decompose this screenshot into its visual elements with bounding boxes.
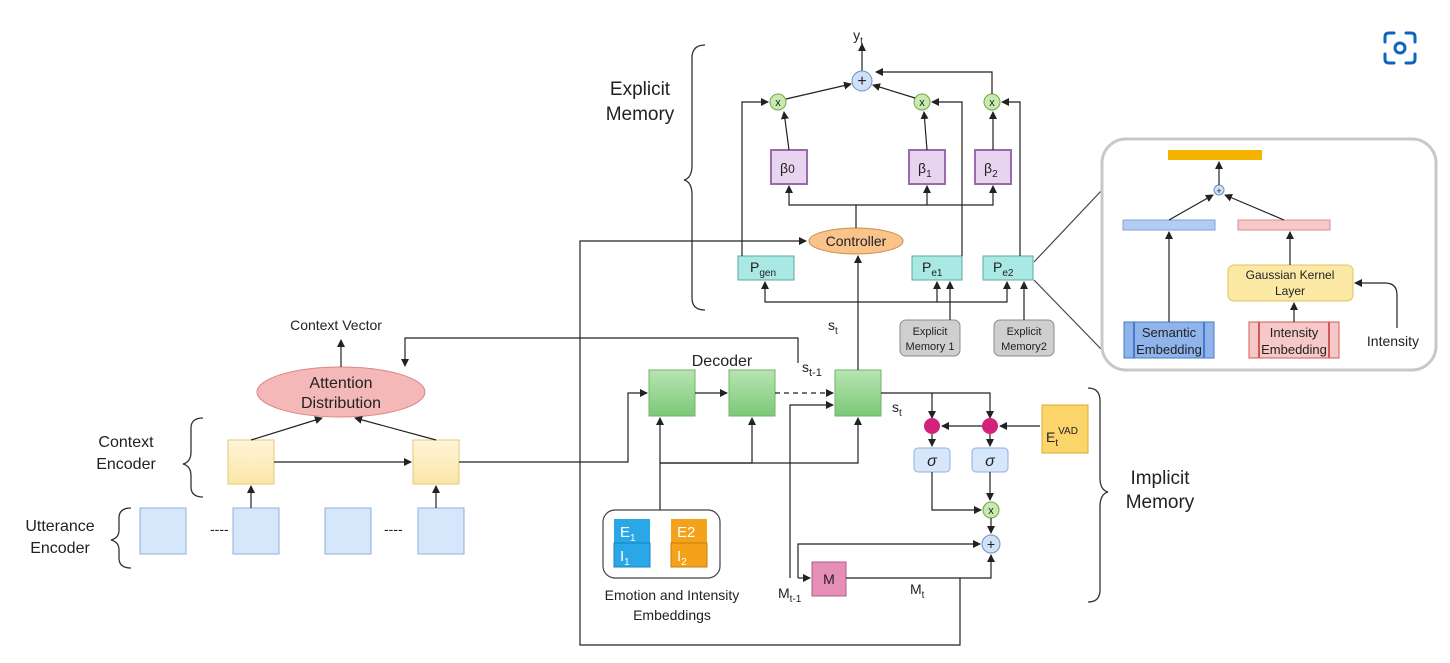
s-t-minus-1-label: st-1	[802, 359, 822, 379]
controller-label: Controller	[826, 233, 887, 249]
p-e2-box	[982, 255, 1034, 281]
i1-label: I1	[620, 548, 630, 568]
svg-text:x: x	[989, 97, 995, 109]
explicit-memory-label-line2: Memory	[606, 104, 675, 125]
explicit-memory-label-line1: Explicit	[610, 79, 671, 100]
output-bar	[1168, 150, 1262, 160]
m-box	[811, 561, 847, 597]
explicit-memory-1-line1: Explicit	[913, 326, 948, 338]
gaussian-label-line2: Layer	[1275, 284, 1305, 298]
explicit-memory-brace	[683, 44, 706, 311]
context-vector-label: Context Vector	[290, 317, 382, 333]
context-encoder-box	[412, 439, 460, 485]
utterance-box	[232, 507, 280, 555]
intensity-emb-label-line1: Intensity	[1270, 325, 1319, 340]
zoom-connector	[1033, 279, 1103, 351]
m-t-label: Mt	[910, 581, 925, 601]
intensity-label: Intensity	[1367, 333, 1419, 349]
context-encoder-label-line2: Encoder	[96, 456, 156, 473]
attention-label-line2: Distribution	[301, 395, 381, 412]
decoder-label: Decoder	[692, 353, 753, 370]
s-t-label-top: st	[828, 317, 838, 337]
sigma-label: σ	[927, 453, 938, 470]
intensity-i2-cell	[670, 542, 708, 568]
semantic-output-bar	[1122, 219, 1216, 231]
attention-label-line1: Attention	[309, 375, 372, 392]
zoom-connector	[1033, 189, 1103, 263]
e-vad-label: EtVAD	[1046, 426, 1078, 449]
implicit-memory-label-line2: Memory	[1126, 492, 1195, 513]
multiply-symbol: x	[988, 505, 994, 517]
p-e1-label: Pe1	[922, 259, 943, 279]
ellipsis-dashes: ----	[210, 521, 229, 537]
decoder-cell-current	[834, 369, 882, 417]
intensity-i1-cell	[613, 542, 651, 568]
p-e1-box	[911, 255, 963, 281]
semantic-label-line1: Semantic	[1142, 325, 1197, 340]
multiply-nodes: x x x	[769, 93, 1001, 111]
plus-symbol: +	[987, 536, 995, 552]
decoder-cell	[728, 369, 776, 417]
gaussian-label-line1: Gaussian Kernel	[1246, 268, 1335, 282]
m-t-minus-1-label: Mt-1	[778, 585, 802, 605]
utterance-box	[139, 507, 187, 555]
beta1-label: β1	[918, 160, 932, 180]
utterance-encoder-brace	[110, 507, 132, 569]
context-encoder-box	[227, 439, 275, 485]
zoom-panel	[1100, 137, 1438, 372]
emotion-e1-cell	[614, 519, 650, 543]
intensity-emb-label-line2: Embedding	[1261, 342, 1327, 357]
sum-node-top	[851, 70, 873, 92]
ellipsis-dashes: ----	[384, 521, 403, 537]
y-t-label: yt	[853, 27, 863, 47]
e2-label: E2	[677, 524, 695, 541]
decoder-cell	[648, 369, 696, 417]
sigma-label: σ	[985, 453, 996, 470]
svg-text:x: x	[919, 97, 925, 109]
context-encoder-label-line1: Context	[98, 434, 154, 451]
emotion-e2-cell	[671, 519, 707, 543]
beta2-label: β2	[984, 160, 998, 180]
beta0-label: β0	[780, 160, 795, 176]
p-gen-box	[737, 255, 795, 281]
utterance-encoder-label-line2: Encoder	[30, 540, 90, 557]
e1-label: E1	[620, 524, 636, 544]
p-gen-label: Pgen	[750, 259, 776, 279]
i2-label: I2	[677, 548, 687, 568]
explicit-memory-1-box	[899, 319, 961, 357]
beta1-box	[908, 149, 946, 185]
intensity-output-bar	[1237, 219, 1331, 231]
plus-symbol: +	[1216, 186, 1221, 196]
gate-node-1	[924, 418, 940, 434]
explicit-memory-2-line2: Memory2	[1001, 341, 1047, 353]
m-box-label: M	[823, 571, 835, 587]
plus-symbol: +	[857, 73, 866, 90]
gate-node-2	[982, 418, 998, 434]
explicit-memory-2-line1: Explicit	[1007, 326, 1042, 338]
utterance-box	[324, 507, 372, 555]
p-e2-label: Pe2	[993, 259, 1014, 279]
beta0-box	[770, 149, 808, 185]
context-encoder-brace	[182, 417, 204, 498]
beta2-box	[974, 149, 1012, 185]
utterance-encoder-label-line1: Utterance	[25, 518, 94, 535]
implicit-memory-brace	[1087, 387, 1109, 603]
emotion-embeddings-label-line2: Embeddings	[633, 607, 711, 623]
emotion-embeddings-label-line1: Emotion and Intensity	[605, 587, 740, 603]
s-t-label-right: st	[892, 399, 902, 419]
scan-icon[interactable]	[1380, 28, 1420, 68]
sum-node-implicit	[981, 534, 1001, 554]
semantic-label-line2: Embedding	[1136, 342, 1202, 357]
implicit-memory-label-line1: Implicit	[1130, 468, 1190, 489]
e-vad-box	[1041, 404, 1089, 454]
semantic-embedding-box	[1123, 321, 1215, 359]
explicit-memory-1-line2: Memory 1	[906, 341, 955, 353]
utterance-box	[417, 507, 465, 555]
svg-text:x: x	[775, 97, 781, 109]
